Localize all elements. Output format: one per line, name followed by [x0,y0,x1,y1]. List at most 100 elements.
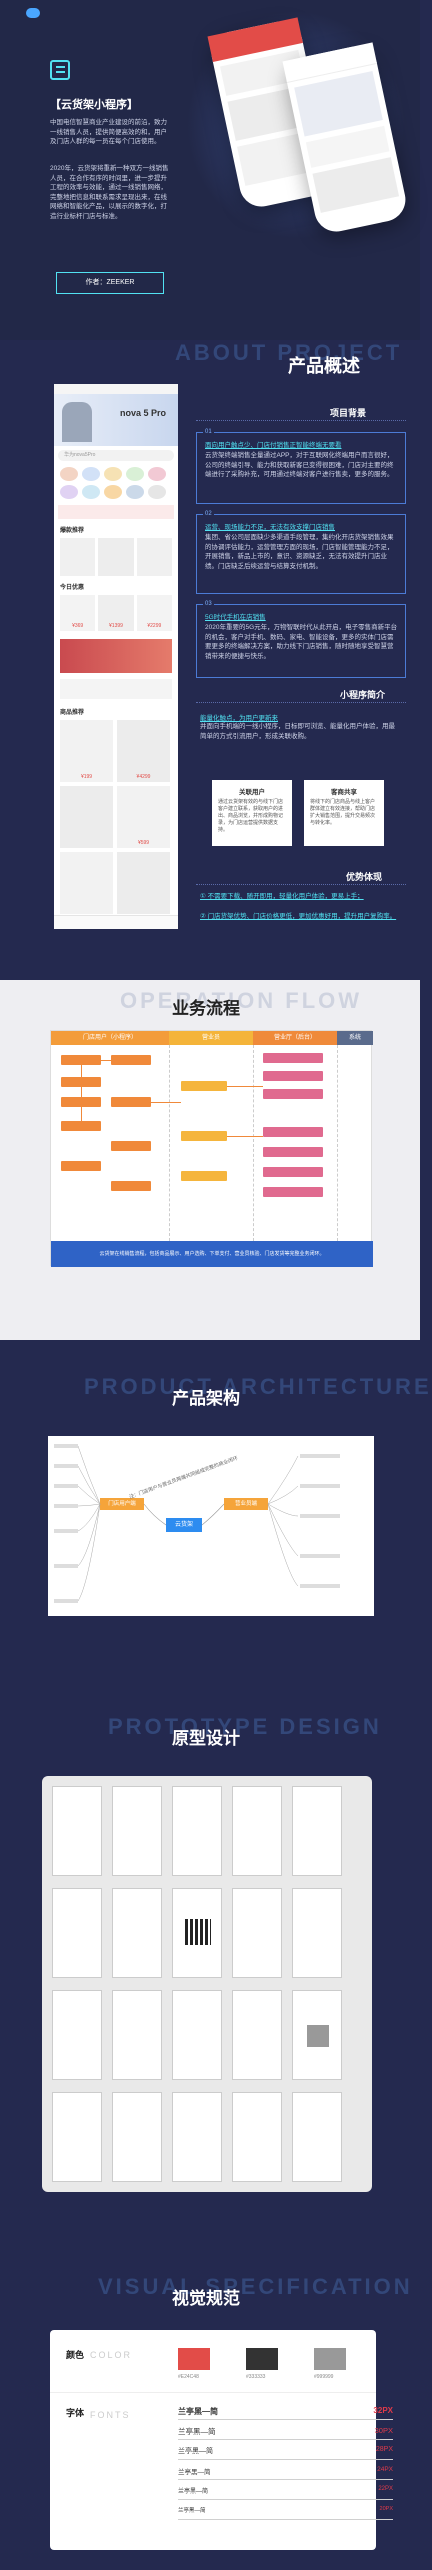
color-swatch-grey [314,2348,346,2370]
prototype-screen [292,2092,342,2182]
font-bg-label: FONTS [90,2410,131,2420]
prototype-screen [232,1786,282,1876]
color-swatch-dark [246,2348,278,2370]
brand-dot-icon [26,8,40,18]
user-card-title: 关联用户 [239,789,265,796]
font-size: 20PX [379,2506,393,2512]
lane-header: 系统 [337,1031,373,1045]
about-title: 产品概述 [288,356,360,376]
prototype-screen [232,1990,282,2080]
section-hot-label: 爆款推荐 [60,528,85,534]
prototype-screen [172,2092,222,2182]
mindmap-left-branch: 门店用户端 [100,1498,144,1510]
prototype-board [42,1776,372,2192]
prototype-screen [292,1786,342,1876]
card-body: 2020年重要的5G元年，万物智联时代从此开启，电子零售商新平台的机会，客户对手… [205,624,398,660]
prototype-screen [232,2092,282,2182]
intro-title: 能量化触点，为用户更新来 [200,715,278,722]
hero-description-2: 2020年，云货架将重新一种双方一线销售人员，在合作有序的时间里，进一步提升工程… [50,165,169,220]
visual-title: 视觉规范 [172,2289,240,2308]
section-rank-label: 商品推荐 [60,710,85,716]
flow-title: 业务流程 [172,999,240,1018]
category-grid [54,465,178,501]
prototype-bg-text: PROTOTYPE DESIGN [108,1714,382,1739]
flow-node [111,1181,151,1191]
flow-node [111,1055,151,1065]
swatch-label: #E24C48 [178,2374,199,2380]
hero-section: 【云货架小程序】 中国电信智慧商业产业建设的前沿，致力一线销售人员，提供简便高效… [0,0,420,340]
advantage-line-2: ② 门店货架优势、门店价格更低，更加优惠好用，提升用户复购率。 [200,913,397,920]
prototype-title: 原型设计 [172,1729,240,1748]
flow-node [263,1089,323,1099]
font-name: 兰亭黑—简 [178,2427,216,2436]
visual-spec-card: 颜色 COLOR #E24C48 #333333 #999999 字体 FONT… [50,2330,393,2550]
architecture-title: 产品架构 [172,1389,240,1408]
font-size: 32PX [373,2406,393,2415]
font-name: 兰亭黑—简 [178,2508,206,2514]
font-size: 22PX [378,2486,393,2492]
about-bg-text: ABOUT PROJECT [175,340,403,365]
background-card-3: 03 5G时代手机在店销售 2020年重要的5G元年，万物智联时代从此开启，电子… [196,601,406,678]
card-body: 云货架终端销售全量通过APP，对于互联网化终端用户而言很好，公司的终端引导、能力… [205,452,394,478]
image-placeholder-icon [307,2025,329,2047]
flow-node [263,1127,323,1137]
architecture-bg-text: PRODUCT ARCHITECTURE [84,1374,432,1399]
app-tabbar[interactable] [54,915,178,929]
flow-node [111,1141,151,1151]
flow-node [61,1121,101,1131]
font-row: 兰亭黑—简 20PX [178,2506,393,2520]
font-name: 兰亭黑—简 [178,2469,211,2476]
swatch-label: #999999 [314,2374,334,2380]
user-card-1: 关联用户 通过云货架有效的与线下门店客户建立联系，获取用户的进出、商品浏览，并形… [212,780,292,846]
prototype-screen [172,1786,222,1876]
card-title: 运营、现场能力不足，无法有效支撑门店销售 [205,524,335,531]
flow-node [61,1055,101,1065]
advantage-line-1: ① 不需要下载、随开即用，轻量化用户体验，更易上手； [200,893,364,900]
flow-node [263,1187,323,1197]
app-search-input[interactable]: 华为nova5Pro [58,450,174,461]
color-bg-label: COLOR [90,2350,133,2360]
flow-node [61,1097,101,1107]
flow-node [263,1053,323,1063]
font-size: 28PX [375,2446,393,2453]
card-num: 02 [203,511,214,517]
architecture-mindmap: 云货架 门店用户端 营业员端 注：门店用 [48,1436,374,1616]
mindmap-right-branch: 营业员端 [224,1498,268,1510]
price-label: ¥1399 [98,595,134,631]
prototype-screen [292,1888,342,1978]
prototype-screen [112,2092,162,2182]
qr-code-icon [185,1919,211,1945]
intro-heading: 小程序简介 [340,690,386,700]
hero-title: 【云货架小程序】 [50,99,138,111]
color-label: 颜色 [66,2350,85,2360]
hero-description-1: 中国电信智慧商业产业建设的前沿，致力一线销售人员，提供简便高效的和，用户及门店人… [50,119,167,145]
architecture-section: PRODUCT ARCHITECTURE 产品架构 云货架 门店用户端 营业员端 [0,1340,429,1680]
font-row: 兰亭黑—简 22PX [178,2486,393,2500]
app-logo-icon [50,60,70,80]
prototype-screen [112,1990,162,2080]
flow-section: OPERATION FLOW 业务流程 门店用户（小程序） 营业员 营业厅（后台… [0,980,420,1340]
price-label: ¥2299 [136,595,172,631]
app-long-screenshot: nova 5 Pro 华为nova5Pro 爆款推荐 今日优惠 ¥369 ¥13… [54,384,178,929]
user-card-body: 将线下的门店商品与线上客户群体建立有效连接，帮助门店扩大销售范围，提升交易频次与… [310,799,376,826]
mindmap-lines [77,1445,299,1602]
font-size: 30PX [374,2426,393,2435]
font-row: 兰亭黑—简 30PX [178,2426,393,2440]
lane-header: 营业员 [169,1031,253,1045]
flow-node [111,1097,151,1107]
flow-node [61,1161,101,1171]
visual-section: VISUAL SPECIFICATION 视觉规范 颜色 COLOR #E24C… [0,2240,420,2570]
font-name: 兰亭黑—简 [178,2489,209,2495]
user-card-body: 通过云货架有效的与线下门店客户建立联系，获取用户的进出、商品浏览，并形成购物记录… [218,799,284,833]
color-swatch-red [178,2348,210,2370]
prototype-screen [172,1990,222,2080]
prototype-screen [292,1990,342,2080]
flow-node [181,1081,227,1091]
intro-body: 并面向手机端的一线小程序，日标即可浏览、能量化用户体验，用最简单的方式引流用户，… [200,723,395,740]
price-label: ¥4299 [117,720,170,782]
flow-node [181,1171,227,1181]
flow-node [263,1071,323,1081]
about-section: ABOUT PROJECT 产品概述 nova 5 Pro 华为nova5Pro… [0,340,420,980]
